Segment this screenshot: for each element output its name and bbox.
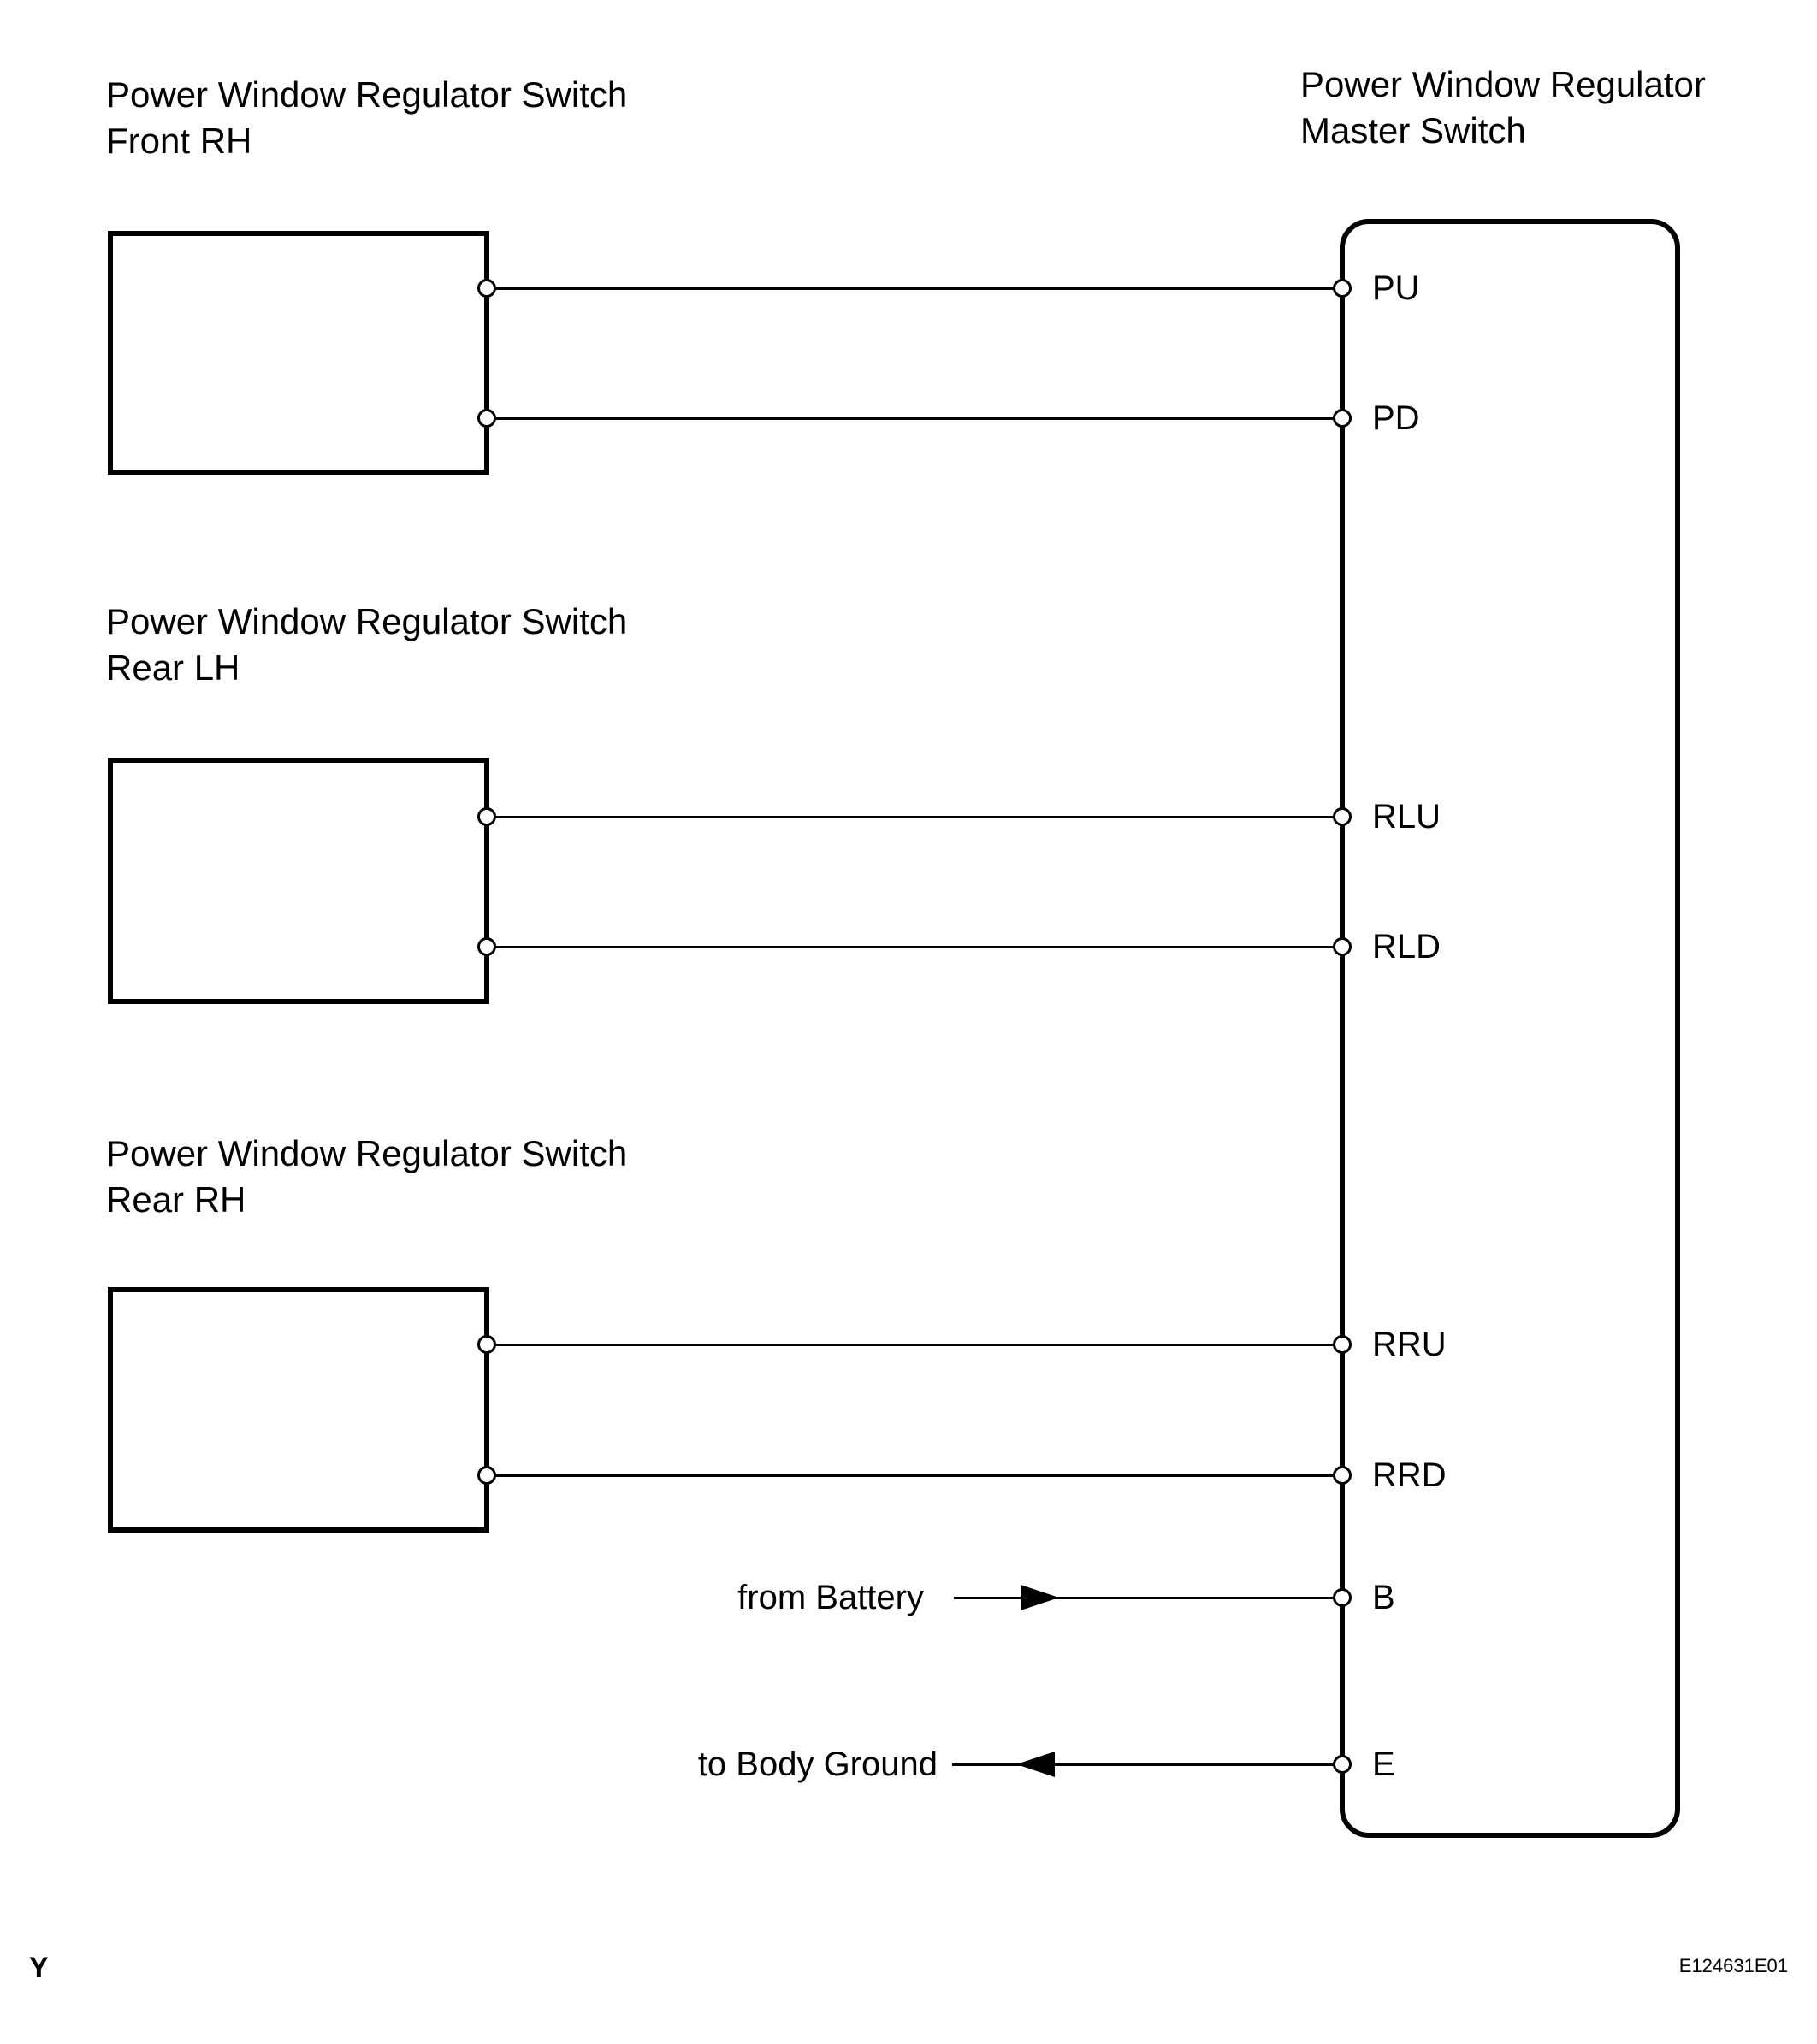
figure-code: E124631E01 bbox=[1678, 1955, 1788, 1976]
battery-arrow-icon bbox=[1021, 1585, 1059, 1610]
rear-rh-switch-label-line2: Rear RH bbox=[106, 1179, 246, 1220]
wire-rld bbox=[487, 946, 1342, 948]
master-terminal-dot-pd bbox=[1333, 409, 1352, 428]
front-rh-terminal-dot-upper bbox=[477, 279, 496, 298]
terminal-label-rrd: RRD bbox=[1372, 1456, 1447, 1494]
wire-rru bbox=[487, 1344, 1342, 1346]
terminal-label-b: B bbox=[1372, 1579, 1395, 1616]
rear-rh-switch-label: Power Window Regulator Switch Rear RH bbox=[106, 1131, 627, 1223]
master-switch-label: Power Window Regulator Master Switch bbox=[1300, 62, 1706, 154]
wire-battery bbox=[954, 1597, 1342, 1599]
section-marker: Y bbox=[29, 1952, 49, 1984]
terminal-label-rru: RRU bbox=[1372, 1326, 1447, 1363]
rear-lh-switch-label-line2: Rear LH bbox=[106, 647, 240, 688]
wire-rlu bbox=[487, 816, 1342, 818]
wire-pu bbox=[487, 287, 1342, 290]
rear-lh-switch-label-line1: Power Window Regulator Switch bbox=[106, 601, 628, 641]
rear-rh-terminal-dot-upper bbox=[477, 1335, 496, 1354]
master-terminal-dot-rld bbox=[1333, 937, 1352, 956]
rear-lh-terminal-dot-lower bbox=[477, 937, 496, 956]
master-switch-box bbox=[1340, 219, 1680, 1838]
front-rh-switch-label: Power Window Regulator Switch Front RH bbox=[106, 72, 627, 164]
rear-lh-terminal-dot-upper bbox=[477, 807, 496, 826]
master-terminal-dot-pu bbox=[1333, 279, 1352, 298]
terminal-label-pu: PU bbox=[1372, 269, 1420, 307]
ground-arrow-icon bbox=[1016, 1752, 1055, 1777]
master-terminal-dot-rlu bbox=[1333, 807, 1352, 826]
front-rh-switch-box bbox=[108, 231, 489, 475]
wire-rrd bbox=[487, 1474, 1342, 1477]
battery-annotation: from Battery bbox=[737, 1579, 924, 1616]
terminal-label-pd: PD bbox=[1372, 399, 1420, 437]
terminal-label-e: E bbox=[1372, 1746, 1395, 1783]
rear-lh-switch-label: Power Window Regulator Switch Rear LH bbox=[106, 599, 627, 691]
master-terminal-dot-e bbox=[1333, 1755, 1352, 1774]
master-terminal-dot-b bbox=[1333, 1588, 1352, 1607]
terminal-label-rlu: RLU bbox=[1372, 798, 1441, 836]
master-switch-label-line2: Master Switch bbox=[1300, 110, 1526, 151]
wire-pd bbox=[487, 417, 1342, 420]
rear-rh-terminal-dot-lower bbox=[477, 1466, 496, 1485]
ground-annotation: to Body Ground bbox=[697, 1746, 938, 1783]
master-switch-label-line1: Power Window Regulator bbox=[1300, 64, 1706, 104]
front-rh-switch-label-line2: Front RH bbox=[106, 121, 252, 161]
rear-lh-switch-box bbox=[108, 758, 489, 1004]
master-terminal-dot-rru bbox=[1333, 1335, 1352, 1354]
rear-rh-switch-label-line1: Power Window Regulator Switch bbox=[106, 1133, 628, 1173]
rear-rh-switch-box bbox=[108, 1287, 489, 1533]
front-rh-switch-label-line1: Power Window Regulator Switch bbox=[106, 74, 628, 115]
terminal-label-rld: RLD bbox=[1372, 928, 1441, 966]
wire-ground bbox=[952, 1763, 1342, 1766]
master-terminal-dot-rrd bbox=[1333, 1466, 1352, 1485]
front-rh-terminal-dot-lower bbox=[477, 409, 496, 428]
